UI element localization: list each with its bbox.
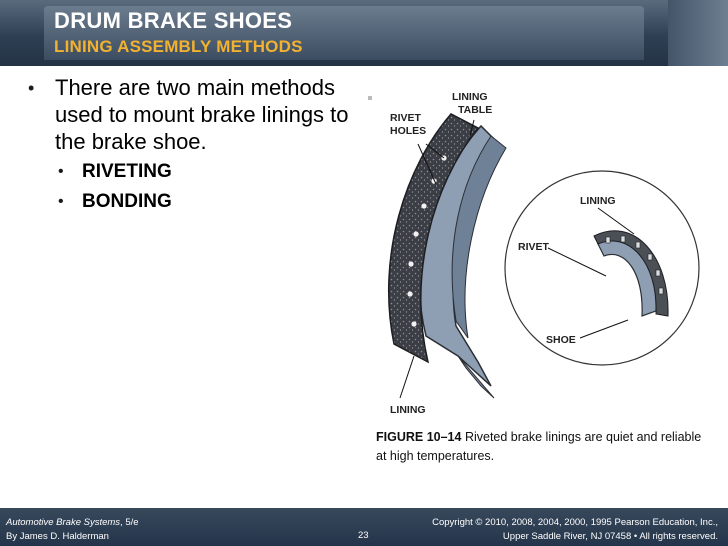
main-bullet-text: There are two main methods used to mount… xyxy=(55,75,349,154)
sub-bullet-bonding: • BONDING xyxy=(58,189,352,215)
copyright-line-1: Copyright © 2010, 2008, 2004, 2000, 1995… xyxy=(432,517,718,528)
shoe-lining xyxy=(387,113,480,364)
sub-bullet-text: BONDING xyxy=(82,191,172,212)
footer-book-info: Automotive Brake Systems, 5/e By James D… xyxy=(6,516,139,544)
label-rivet-inset: RIVET xyxy=(518,241,550,253)
sub-bullet-riveting: • RIVETING xyxy=(58,159,352,185)
copyright-line-2: Upper Saddle River, NJ 07458 • All right… xyxy=(502,531,718,542)
slide-header: DRUM BRAKE SHOES LINING ASSEMBLY METHODS xyxy=(0,0,728,66)
footer-book-title: Automotive Brake Systems xyxy=(6,517,121,528)
inset-lining xyxy=(593,230,669,317)
header-side-strip xyxy=(668,0,728,66)
page-number: 23 xyxy=(358,530,369,541)
label-lining-bottom: LINING xyxy=(390,404,426,416)
label-rivet-holes-1: RIVET xyxy=(390,112,422,124)
bullet-dot-icon: • xyxy=(58,193,64,210)
inset-rivets xyxy=(605,235,664,295)
bullet-dot-icon: • xyxy=(28,78,35,98)
shoe-end-tab xyxy=(457,355,495,399)
figure-caption-text: Riveted brake linings are quiet and reli… xyxy=(376,430,702,463)
sub-bullet-text: RIVETING xyxy=(82,161,172,182)
footer-author: By James D. Halderman xyxy=(6,531,109,542)
label-rivet-holes-2: HOLES xyxy=(390,125,426,137)
shoe-web xyxy=(451,135,507,339)
leader-lines xyxy=(399,119,635,399)
figure-marker xyxy=(368,96,372,100)
rivet-holes xyxy=(407,155,447,327)
label-lining-inset: LINING xyxy=(580,195,616,207)
footer-copyright: Copyright © 2010, 2008, 2004, 2000, 1995… xyxy=(432,516,718,544)
label-lining-table-1: LINING xyxy=(452,91,488,103)
figure-number: FIGURE 10–14 xyxy=(376,430,462,444)
header-bar xyxy=(44,6,644,60)
brake-shoe-illustration: RIVET HOLES LINING TABLE LINING RIVET SH… xyxy=(368,91,700,416)
slide-title: DRUM BRAKE SHOES xyxy=(54,8,293,33)
label-shoe-inset: SHOE xyxy=(546,334,576,346)
footer-edition: , 5/e xyxy=(120,517,139,528)
label-lining-table-2: TABLE xyxy=(458,104,492,116)
slide-body: • There are two main methods used to mou… xyxy=(22,74,352,215)
main-bullet: • There are two main methods used to mou… xyxy=(22,74,352,155)
bullet-dot-icon: • xyxy=(58,163,64,180)
detail-inset-circle xyxy=(504,170,700,366)
slide-subtitle: LINING ASSEMBLY METHODS xyxy=(54,37,303,56)
figure-caption: FIGURE 10–14 Riveted brake linings are q… xyxy=(376,428,706,466)
slide-footer: Automotive Brake Systems, 5/e By James D… xyxy=(0,508,728,546)
